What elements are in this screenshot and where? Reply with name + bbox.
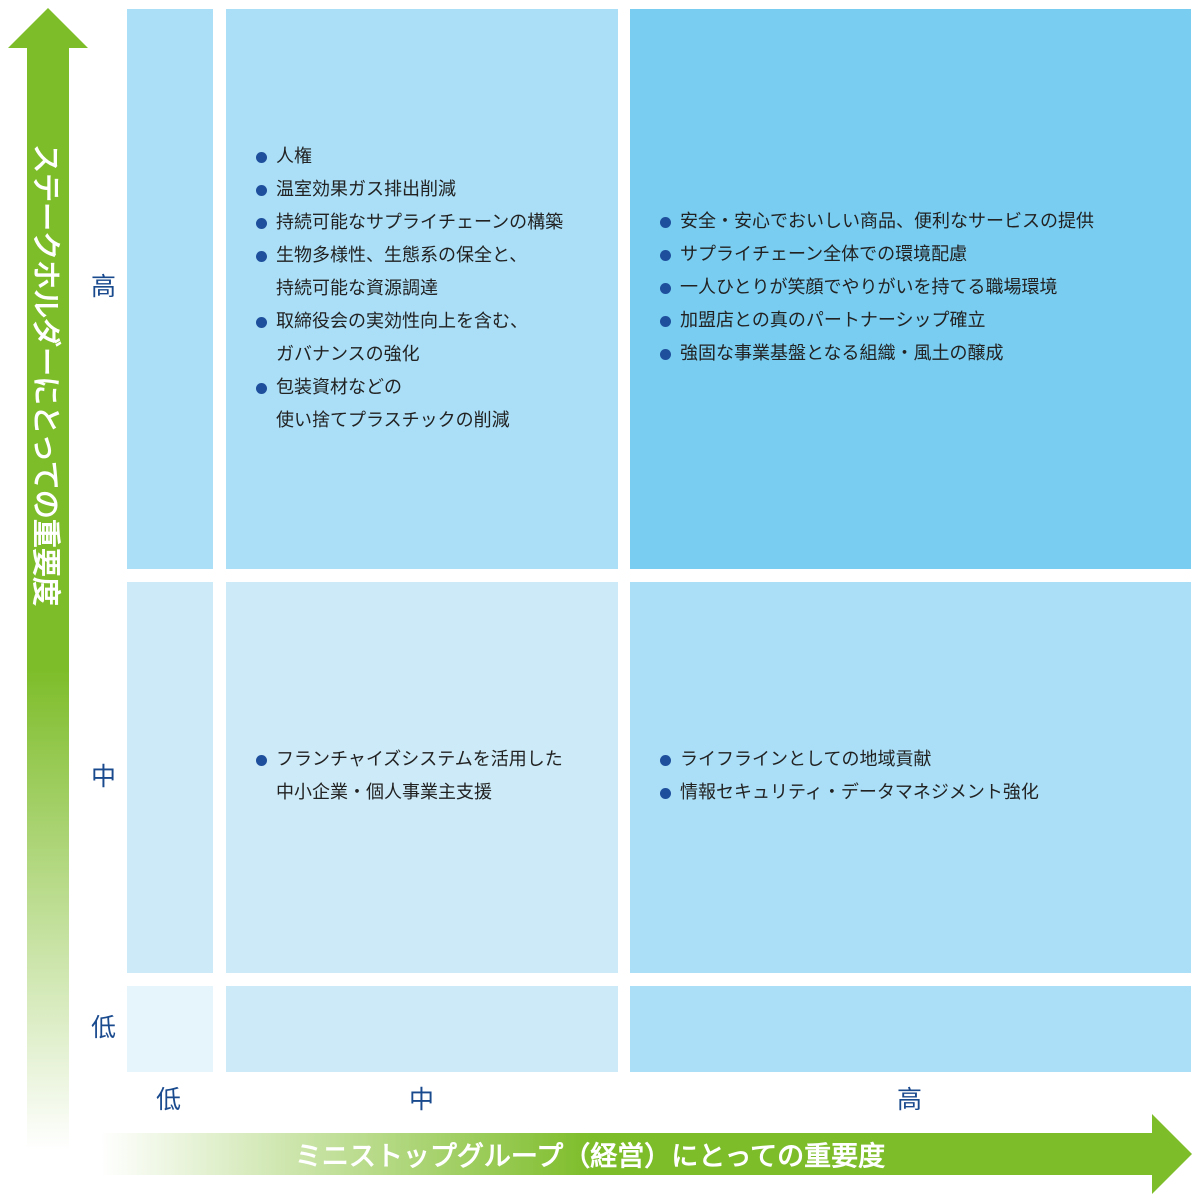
issue-text: 取締役会の実効性向上を含む、 [276, 311, 528, 332]
issue-text: 人権 [276, 146, 312, 167]
issue-item: 持続可能なサプライチェーンの構築 [256, 206, 563, 239]
cell-stakeholder-low-management-high [630, 986, 1191, 1072]
y-level-high: 高 [91, 272, 117, 301]
issue-item: 生物多様性、生態系の保全と、持続可能な資源調達 [256, 239, 563, 305]
cell-stakeholder-low-management-mid [226, 986, 618, 1072]
issue-item: 包装資材などの使い捨てプラスチックの削減 [256, 371, 563, 437]
issue-text: 温室効果ガス排出削減 [276, 179, 456, 200]
issue-text: サプライチェーン全体での環境配慮 [680, 244, 968, 265]
cell-stakeholder-high-management-low [127, 9, 213, 569]
cell-stakeholder-high-management-mid [226, 9, 618, 569]
issue-text: 一人ひとりが笑顔でやりがいを持てる職場環境 [680, 277, 1058, 298]
issue-item: 安全・安心でおいしい商品、便利なサービスの提供 [660, 205, 1094, 238]
issue-text: ライフラインとしての地域貢献 [680, 749, 932, 770]
issue-text: 加盟店との真のパートナーシップ確立 [680, 310, 986, 331]
issues-mid-mid-list: フランチャイズシステムを活用した中小企業・個人事業主支援 [256, 743, 563, 809]
x-level-mid: 中 [409, 1085, 435, 1114]
cell-stakeholder-high-management-high [630, 9, 1191, 569]
issue-item: 加盟店との真のパートナーシップ確立 [660, 304, 1094, 337]
issue-item: 強固な事業基盤となる組織・風土の醸成 [660, 337, 1094, 370]
issue-text: 包装資材などの [276, 377, 402, 398]
issue-text: 強固な事業基盤となる組織・風土の醸成 [680, 343, 1004, 364]
x-level-low: 低 [156, 1085, 182, 1114]
issue-item: 取締役会の実効性向上を含む、ガバナンスの強化 [256, 305, 563, 371]
cell-stakeholder-mid-management-low [127, 582, 213, 973]
issue-text: フランチャイズシステムを活用した [276, 749, 563, 770]
y-level-mid: 中 [91, 762, 117, 791]
issue-text: 中小企業・個人事業主支援 [276, 782, 492, 803]
issue-item: 情報セキュリティ・データマネジメント強化 [660, 776, 1039, 809]
cell-stakeholder-mid-management-high [630, 582, 1191, 973]
issues-high-mid-list: 人権温室効果ガス排出削減持続可能なサプライチェーンの構築生物多様性、生態系の保全… [256, 140, 563, 437]
issue-text: 使い捨てプラスチックの削減 [276, 410, 510, 431]
issue-item: ライフラインとしての地域貢献 [660, 743, 1039, 776]
issue-text: 持続可能なサプライチェーンの構築 [276, 212, 564, 233]
issue-text: 生物多様性、生態系の保全と、 [276, 245, 528, 266]
issue-item: サプライチェーン全体での環境配慮 [660, 238, 1094, 271]
issue-item: 人権 [256, 140, 563, 173]
cell-stakeholder-mid-management-mid [226, 582, 618, 973]
x-level-high: 高 [897, 1085, 923, 1114]
issue-text: ガバナンスの強化 [276, 344, 420, 365]
issue-text: 持続可能な資源調達 [276, 278, 438, 299]
issue-text: 情報セキュリティ・データマネジメント強化 [680, 782, 1039, 803]
issues-mid-high-list: ライフラインとしての地域貢献情報セキュリティ・データマネジメント強化 [660, 743, 1039, 809]
cell-stakeholder-low-management-low [127, 986, 213, 1072]
y-level-low: 低 [91, 1013, 117, 1042]
issue-item: フランチャイズシステムを活用した中小企業・個人事業主支援 [256, 743, 563, 809]
x-axis-title: ミニストップグループ（経営）にとっての重要度 [294, 1141, 886, 1173]
issue-text: 安全・安心でおいしい商品、便利なサービスの提供 [680, 211, 1094, 232]
y-axis-arrow [8, 8, 88, 1150]
issue-item: 一人ひとりが笑顔でやりがいを持てる職場環境 [660, 271, 1094, 304]
issues-high-high-list: 安全・安心でおいしい商品、便利なサービスの提供サプライチェーン全体での環境配慮一… [660, 205, 1094, 370]
issue-item: 温室効果ガス排出削減 [256, 173, 563, 206]
